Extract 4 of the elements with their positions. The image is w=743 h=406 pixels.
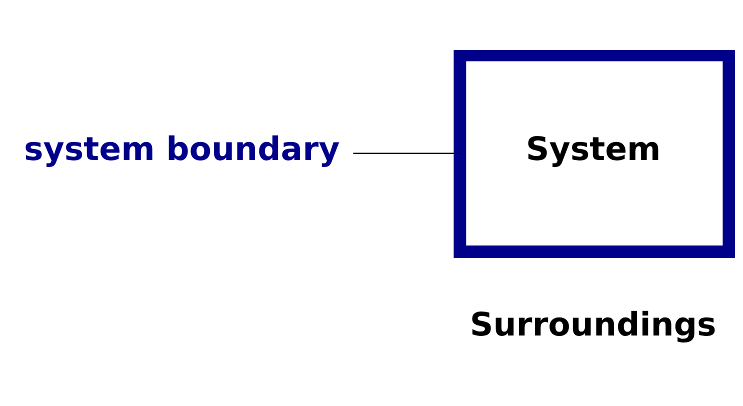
- node-text: system boundary: [24, 129, 340, 168]
- node-box: System: [454, 50, 735, 258]
- label: Surroundings: [470, 305, 716, 344]
- connector: [353, 152, 460, 154]
